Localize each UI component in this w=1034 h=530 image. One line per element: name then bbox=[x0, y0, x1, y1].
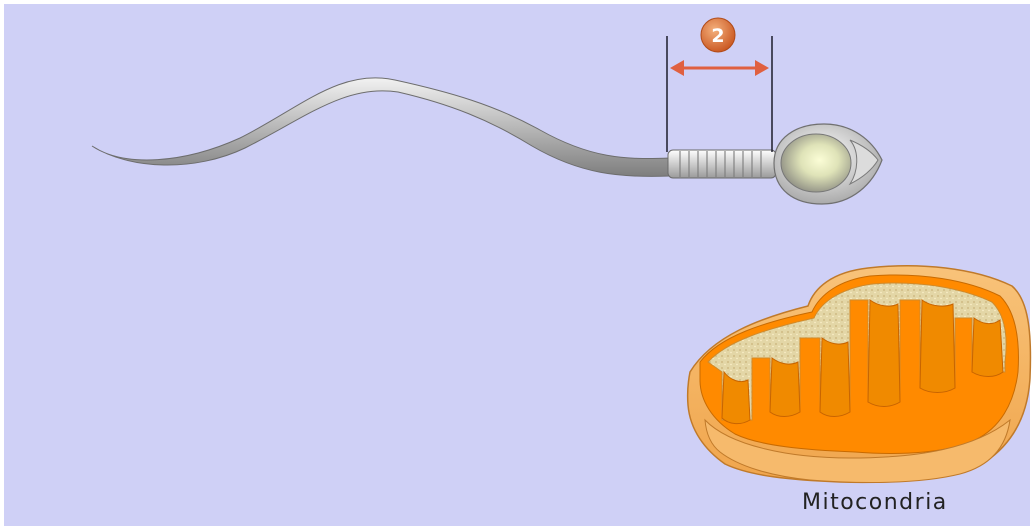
mitochondrion-illustration bbox=[688, 266, 1031, 483]
sperm-tail bbox=[92, 78, 670, 177]
step-badge-number: 2 bbox=[711, 25, 724, 47]
step-badge: 2 bbox=[701, 18, 735, 52]
sperm-head bbox=[774, 124, 882, 204]
midpiece-measurement bbox=[667, 36, 772, 152]
mitochondria-label: Mitocondria bbox=[802, 490, 948, 515]
sperm-midpiece bbox=[668, 150, 776, 178]
